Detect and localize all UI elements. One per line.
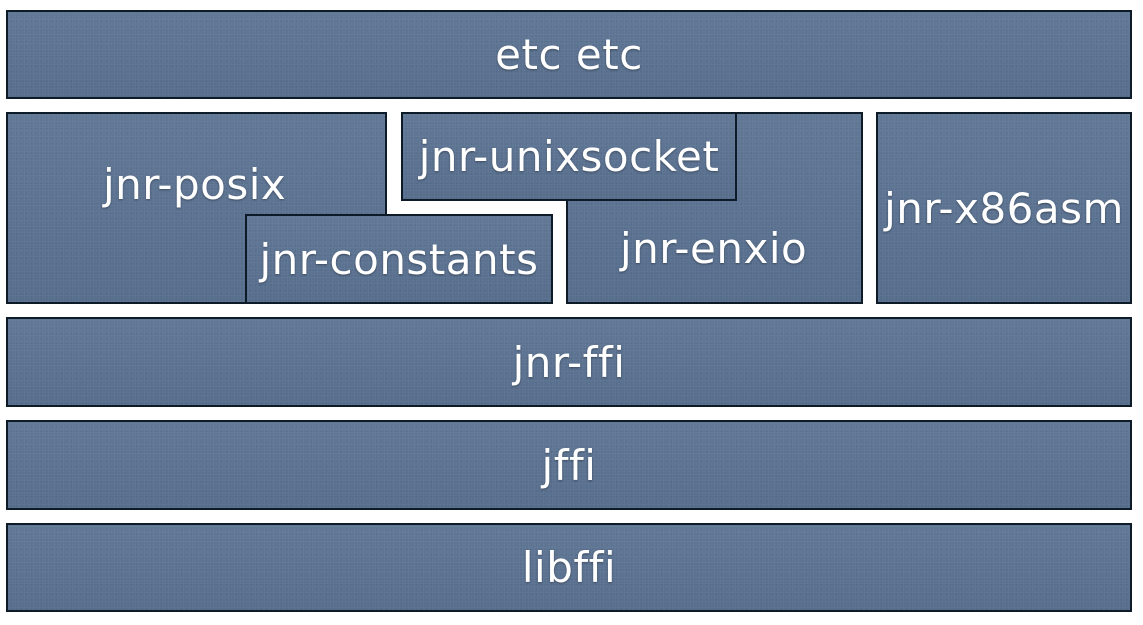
block-jnr-unixsocket-label: jnr-unixsocket: [418, 132, 720, 181]
layer-jffi: jffi: [6, 420, 1132, 510]
layer-jnr-ffi: jnr-ffi: [6, 317, 1132, 407]
layer-jnr-ffi-label: jnr-ffi: [512, 337, 626, 387]
block-jnr-x86asm: jnr-x86asm: [876, 112, 1132, 304]
layer-jffi-label: jffi: [541, 440, 597, 490]
block-jnr-constants-label: jnr-constants: [259, 234, 539, 284]
layer-etc: etc etc: [6, 10, 1132, 99]
block-jnr-constants: jnr-constants: [245, 214, 553, 304]
layer-libffi-label: libffi: [521, 543, 617, 592]
layer-libffi: libffi: [6, 523, 1132, 612]
block-jnr-unixsocket: jnr-unixsocket: [401, 112, 737, 201]
block-jnr-x86asm-label: jnr-x86asm: [884, 183, 1124, 233]
block-jnr-enxio-label: jnr-enxio: [620, 224, 808, 273]
layer-etc-label: etc etc: [495, 30, 643, 79]
block-jnr-posix-label: jnr-posix: [103, 160, 287, 209]
